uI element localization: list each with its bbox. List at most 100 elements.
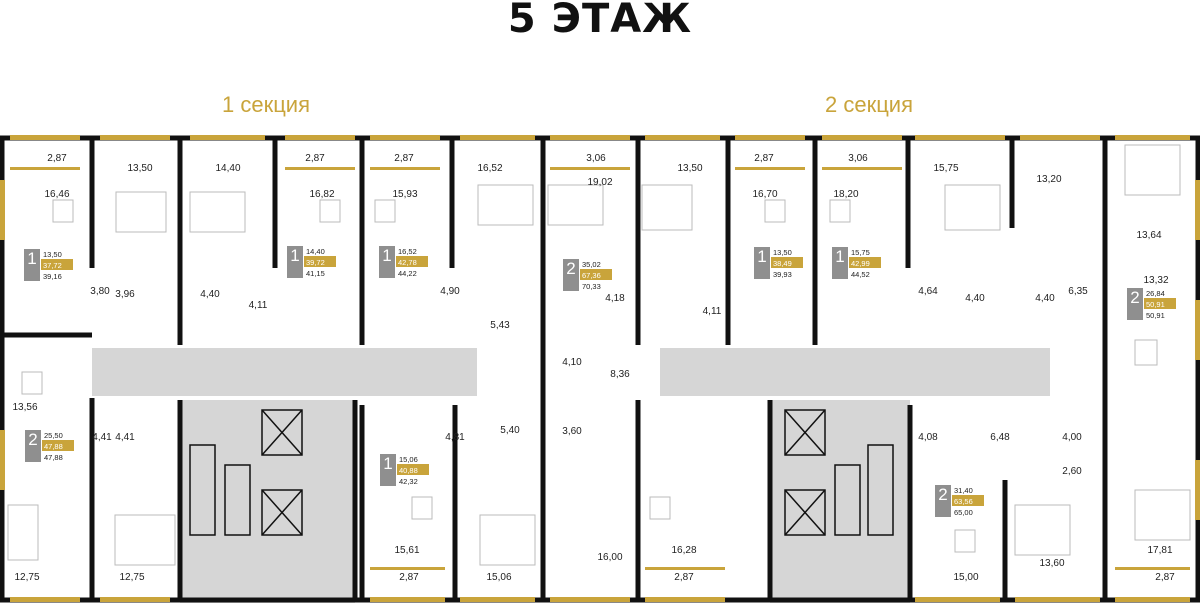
- room-area-label: 4,40: [965, 293, 985, 304]
- room-area-label: 2,60: [1062, 466, 1082, 477]
- total-area-alt: 44,22: [398, 269, 417, 278]
- total-area-highlight: [849, 257, 881, 268]
- total-area-alt: 70,33: [582, 282, 601, 291]
- table-icon: [374, 199, 396, 223]
- elevator-icon: [261, 489, 303, 536]
- living-area: 35,02: [582, 260, 601, 269]
- room-area-label: 12,75: [119, 572, 144, 583]
- room-area-label: 15,06: [486, 572, 511, 583]
- living-area: 13,50: [43, 250, 62, 259]
- room-area-label: 3,96: [115, 289, 135, 300]
- room-count-box: [935, 485, 951, 517]
- room-area-label: 16,28: [671, 545, 696, 556]
- room-count-box: [25, 430, 41, 462]
- total-area-highlight: [41, 259, 73, 270]
- table-icon: [21, 371, 43, 395]
- total-area-alt: 39,16: [43, 272, 62, 281]
- room-area-label: 13,60: [1039, 558, 1064, 569]
- total-area-alt: 50,91: [1146, 311, 1165, 320]
- total-area-highlight: [1144, 298, 1176, 309]
- room-area-label: 4,11: [703, 306, 722, 317]
- sofa-icon: [7, 504, 39, 561]
- room-area-label: 4,41: [115, 432, 135, 443]
- corridor-section-2: [660, 348, 1050, 396]
- room-count: 1: [27, 249, 36, 268]
- room-area-label: 19,02: [587, 177, 612, 188]
- total-area-alt: 65,00: [954, 508, 973, 517]
- room-area-label: 2,87: [1155, 572, 1175, 583]
- table-icon: [649, 496, 671, 520]
- room-area-label: 4,64: [918, 286, 938, 297]
- room-area-label: 4,40: [1035, 293, 1055, 304]
- bed-icon: [479, 514, 536, 566]
- bed-icon: [114, 514, 176, 566]
- stairs-icon: [224, 464, 251, 536]
- room-area-label: 4,18: [605, 293, 625, 304]
- room-count-box: [563, 259, 579, 291]
- apartment-badge[interactable]: 1 16,52 42,78 44,22: [377, 244, 435, 280]
- room-area-label: 15,61: [394, 545, 419, 556]
- corridor-zones: [92, 348, 1050, 603]
- total-area-alt: 41,15: [306, 269, 325, 278]
- apartment-badge[interactable]: 1 13,50 37,72 39,16: [22, 247, 80, 283]
- total-area: 50,91: [1146, 300, 1165, 309]
- table-icon: [52, 199, 74, 223]
- room-area-label: 4,40: [200, 289, 220, 300]
- stairs-lifts: [189, 409, 894, 536]
- total-area-alt: 42,32: [399, 477, 418, 486]
- room-area-label: 16,00: [597, 552, 622, 563]
- room-area-label: 2,87: [305, 153, 325, 164]
- total-area: 40,88: [399, 466, 418, 475]
- bed-icon: [944, 184, 1001, 231]
- room-count: 2: [938, 485, 947, 504]
- elevator-icon: [784, 489, 826, 536]
- total-area-alt: 44,52: [851, 270, 870, 279]
- room-area-label: 16,70: [752, 189, 777, 200]
- bed-icon: [547, 184, 604, 226]
- room-area-label: 13,50: [127, 163, 152, 174]
- total-area-alt: 47,88: [44, 453, 63, 462]
- room-count-box: [380, 454, 396, 486]
- room-area-label: 16,82: [309, 189, 334, 200]
- room-area-label: 3,06: [586, 153, 606, 164]
- room-area-label: 15,93: [392, 189, 417, 200]
- room-area-label: 17,81: [1147, 545, 1172, 556]
- total-area: 42,99: [851, 259, 870, 268]
- living-area: 16,52: [398, 247, 417, 256]
- room-area-label: 4,90: [440, 286, 460, 297]
- living-area: 13,50: [773, 248, 792, 257]
- total-area: 37,72: [43, 261, 62, 270]
- total-area: 39,72: [306, 258, 325, 267]
- room-count: 1: [383, 454, 392, 473]
- table-icon: [411, 496, 433, 520]
- stair-hall-1: [180, 400, 355, 603]
- room-area-label: 5,40: [500, 425, 520, 436]
- room-area-label: 4,00: [1062, 432, 1082, 443]
- windows: [0, 135, 1200, 602]
- bed-icon: [1124, 144, 1181, 196]
- room-count: 1: [382, 246, 391, 265]
- room-area-label: 13,56: [12, 402, 37, 413]
- total-area: 42,78: [398, 258, 417, 267]
- bed-icon: [641, 184, 693, 231]
- room-count-box: [1127, 288, 1143, 320]
- room-area-label: 4,11: [249, 300, 268, 311]
- room-area-label: 15,00: [953, 572, 978, 583]
- room-area-label: 13,20: [1036, 174, 1061, 185]
- table-icon: [319, 199, 341, 223]
- total-area: 47,88: [44, 442, 63, 451]
- elevator-icon: [261, 409, 303, 456]
- table-icon: [764, 199, 786, 223]
- room-count: 2: [1130, 288, 1139, 307]
- room-area-label: 6,35: [1068, 286, 1088, 297]
